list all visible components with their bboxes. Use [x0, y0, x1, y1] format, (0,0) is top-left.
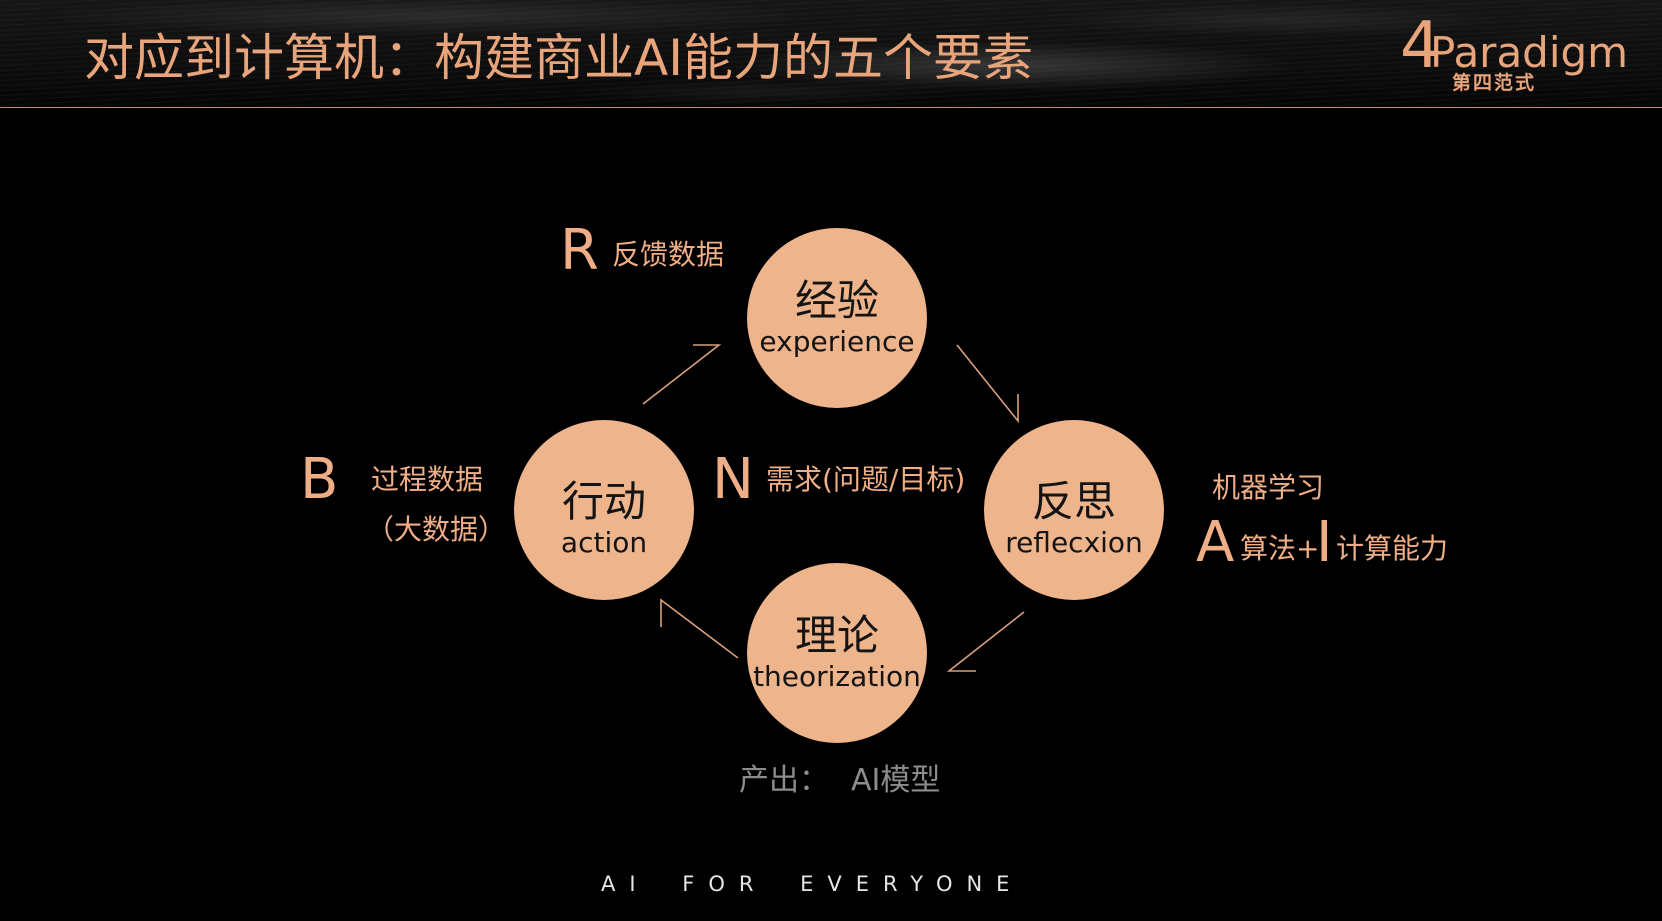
label-need-text: 需求(问题/目标): [766, 463, 966, 496]
node-experience-zh: 经验: [794, 276, 879, 325]
output-text: AI模型: [851, 763, 941, 798]
label-feedback-text: 反馈数据: [612, 238, 725, 271]
node-action: 行动 action: [514, 420, 694, 600]
node-experience: 经验 experience: [747, 228, 927, 408]
label-feedback-letter: R: [560, 218, 599, 283]
label-process-note: （大数据）: [366, 513, 507, 546]
label-machine-learning: 机器学习: [1212, 471, 1325, 504]
label-need-letter: N: [712, 447, 754, 512]
node-reflection-zh: 反思: [1031, 477, 1116, 526]
label-algorithm-text: 算法+: [1240, 532, 1320, 565]
arrow-action-to-experience: [642, 344, 722, 405]
header-divider: [0, 107, 1662, 108]
output-prefix: 产出：: [739, 763, 829, 798]
header-background: [0, 0, 1662, 107]
arrow-theorization-to-action: [660, 598, 739, 659]
output-caption: 产出： AI模型: [739, 764, 940, 798]
logo-digit: 4: [1400, 9, 1441, 83]
label-algorithm-letter: A: [1196, 510, 1235, 575]
node-reflection-en: reflecxion: [1005, 526, 1143, 559]
node-theorization-zh: 理论: [794, 611, 879, 660]
node-theorization: 理论 theorization: [747, 563, 927, 743]
label-process-text: 过程数据: [371, 463, 484, 496]
logo: 4 Paradigm 第四范式: [1400, 8, 1636, 100]
label-compute-letter: I: [1316, 510, 1333, 575]
node-theorization-en: theorization: [753, 660, 921, 693]
node-experience-en: experience: [759, 325, 915, 358]
node-action-zh: 行动: [561, 477, 646, 526]
arrow-experience-to-reflection: [956, 344, 1019, 424]
logo-brand: Paradigm: [1430, 28, 1629, 77]
label-process-letter: B: [300, 447, 339, 512]
label-compute-text: 计算能力: [1336, 532, 1449, 565]
node-reflection: 反思 reflecxion: [984, 420, 1164, 600]
arrow-reflection-to-theorization: [946, 611, 1025, 672]
node-action-en: action: [560, 526, 648, 559]
footer-tagline: AI FOR EVERYONE: [601, 872, 1024, 896]
slide-title: 对应到计算机：构建商业AI能力的五个要素: [84, 29, 1033, 87]
logo-subtitle: 第四范式: [1452, 72, 1537, 94]
